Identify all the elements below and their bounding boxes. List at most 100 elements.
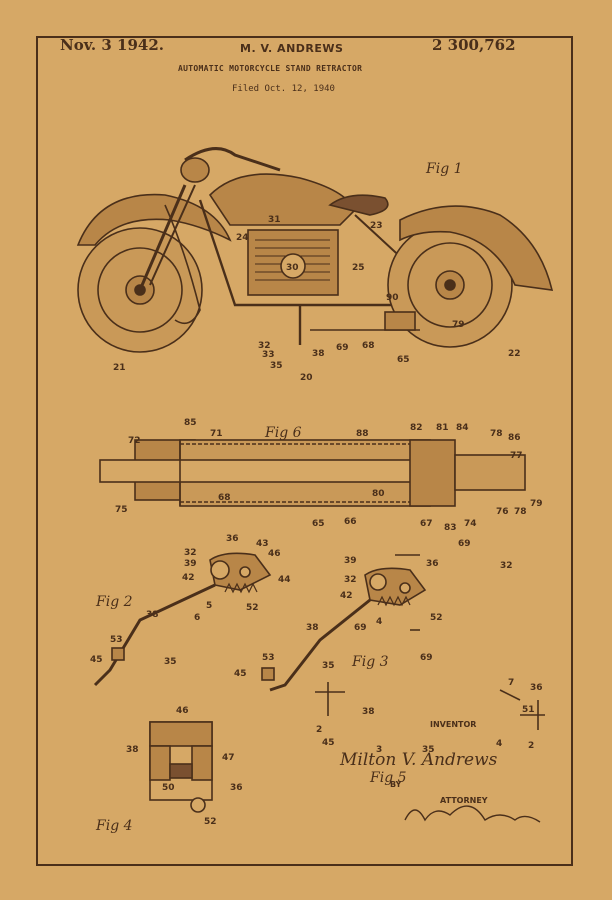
svg-text:2: 2 <box>316 725 322 735</box>
svg-text:38: 38 <box>362 707 375 717</box>
fig1-caption: Fig 1 <box>425 161 463 177</box>
fig6-caption: Fig 6 <box>264 425 302 441</box>
fig2-labels: 36 43 32 39 46 42 44 6 5 52 38 53 35 45 … <box>90 534 291 667</box>
svg-text:80: 80 <box>372 489 385 499</box>
svg-text:83: 83 <box>444 523 457 533</box>
svg-text:74: 74 <box>464 519 477 529</box>
svg-text:39: 39 <box>344 556 357 566</box>
svg-text:71: 71 <box>210 429 223 439</box>
inventor-name-header: M. V. ANDREWS <box>240 42 344 55</box>
svg-text:4: 4 <box>376 617 382 627</box>
patent-sheet-border <box>36 36 573 866</box>
svg-text:46: 46 <box>268 549 281 559</box>
svg-text:45: 45 <box>234 669 247 679</box>
svg-text:23: 23 <box>370 221 383 231</box>
svg-text:43: 43 <box>256 539 269 549</box>
svg-text:38: 38 <box>126 745 139 755</box>
svg-text:2: 2 <box>528 741 534 751</box>
svg-text:35: 35 <box>270 361 283 371</box>
svg-text:35: 35 <box>164 657 177 667</box>
svg-text:38: 38 <box>306 623 319 633</box>
svg-text:79: 79 <box>530 499 543 509</box>
svg-text:86: 86 <box>508 433 521 443</box>
svg-text:35: 35 <box>422 745 435 755</box>
svg-text:78: 78 <box>514 507 527 517</box>
svg-text:90: 90 <box>386 293 399 303</box>
fig1-labels: 31 24 23 25 90 79 32 33 35 38 69 68 65 2… <box>113 161 521 383</box>
svg-text:5: 5 <box>206 601 212 611</box>
svg-text:42: 42 <box>182 573 195 583</box>
svg-text:50: 50 <box>162 783 175 793</box>
svg-text:85: 85 <box>184 418 197 428</box>
svg-text:79: 79 <box>452 320 465 330</box>
svg-text:47: 47 <box>222 753 235 763</box>
svg-text:36: 36 <box>230 783 243 793</box>
svg-text:52: 52 <box>204 817 217 827</box>
svg-text:69: 69 <box>354 623 367 633</box>
svg-text:69: 69 <box>420 653 433 663</box>
svg-text:67: 67 <box>420 519 433 529</box>
svg-text:65: 65 <box>312 519 325 529</box>
svg-text:4: 4 <box>496 739 502 749</box>
svg-text:53: 53 <box>262 653 275 663</box>
fig4-labels: 46 38 47 50 36 52 Fig 4 <box>95 706 243 834</box>
svg-text:42: 42 <box>340 591 353 601</box>
by-label: BY <box>390 780 402 789</box>
svg-text:32: 32 <box>184 548 197 558</box>
svg-text:45: 45 <box>90 655 103 665</box>
svg-text:81: 81 <box>436 423 449 433</box>
svg-text:46: 46 <box>176 706 189 716</box>
svg-text:31: 31 <box>268 215 281 225</box>
patent-date: Nov. 3 1942. <box>60 36 164 54</box>
svg-text:39: 39 <box>184 559 197 569</box>
svg-text:72: 72 <box>128 436 141 446</box>
svg-text:84: 84 <box>456 423 469 433</box>
svg-text:88: 88 <box>356 429 369 439</box>
svg-text:38: 38 <box>312 349 325 359</box>
svg-text:69: 69 <box>458 539 471 549</box>
patent-title: AUTOMATIC MOTORCYCLE STAND RETRACTOR <box>178 64 363 73</box>
svg-text:21: 21 <box>113 363 126 373</box>
svg-text:32: 32 <box>344 575 357 585</box>
svg-text:78: 78 <box>490 429 503 439</box>
svg-text:3: 3 <box>376 745 382 755</box>
svg-text:82: 82 <box>410 423 423 433</box>
svg-text:33: 33 <box>262 350 275 360</box>
fig6-labels: 72 85 71 88 82 81 84 78 86 77 79 75 68 8… <box>115 418 543 549</box>
svg-text:53: 53 <box>110 635 123 645</box>
svg-text:35: 35 <box>322 661 335 671</box>
svg-text:52: 52 <box>246 603 259 613</box>
svg-text:45: 45 <box>322 738 335 748</box>
svg-text:68: 68 <box>218 493 231 503</box>
patent-number: 2 300,762 <box>432 36 516 54</box>
svg-text:36: 36 <box>426 559 439 569</box>
svg-text:44: 44 <box>278 575 291 585</box>
fig2-drawing <box>93 552 272 687</box>
fig5-caption: Fig 5 <box>369 770 407 786</box>
inventor-label: INVENTOR <box>430 720 477 729</box>
svg-text:75: 75 <box>115 505 128 515</box>
fig3-labels: 39 36 32 42 4 38 69 52 35 53 45 69 32 Fi… <box>234 556 513 679</box>
fig3-drawing <box>261 554 427 692</box>
svg-text:38: 38 <box>146 610 159 620</box>
inventor-signature: Milton V. Andrews <box>340 750 498 770</box>
svg-text:69: 69 <box>336 343 349 353</box>
svg-text:36: 36 <box>226 534 239 544</box>
filed-date: Filed Oct. 12, 1940 <box>232 84 335 94</box>
fig1-label-30: 30 <box>286 263 299 273</box>
fig6-cylinder-drawing <box>99 439 526 507</box>
svg-text:68: 68 <box>362 341 375 351</box>
svg-text:24: 24 <box>236 233 249 243</box>
svg-text:76: 76 <box>496 507 509 517</box>
svg-text:25: 25 <box>352 263 365 273</box>
svg-text:77: 77 <box>510 451 523 461</box>
svg-text:36: 36 <box>530 683 543 693</box>
fig5-marks <box>315 682 545 730</box>
svg-text:22: 22 <box>508 349 521 359</box>
svg-text:51: 51 <box>522 705 535 715</box>
svg-text:7: 7 <box>508 678 514 688</box>
svg-text:32: 32 <box>500 561 513 571</box>
fig1-motorcycle-drawing: 30 <box>76 147 554 353</box>
svg-text:66: 66 <box>344 517 357 527</box>
